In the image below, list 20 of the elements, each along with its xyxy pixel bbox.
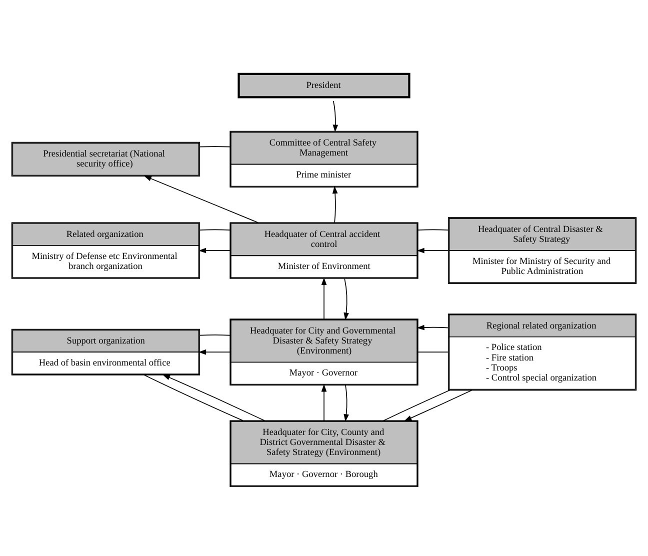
connector [383,389,450,420]
arrow [321,276,327,319]
arrow [198,247,230,253]
arrow [321,384,327,420]
arrow [404,389,472,421]
connector [418,228,449,230]
arrow [344,278,349,320]
connector [144,374,244,420]
arrow [144,175,258,223]
arrow [416,247,449,253]
connector [418,351,449,352]
arrow [344,384,349,422]
arrow [416,324,449,330]
connector [199,334,230,336]
arrow [332,100,338,132]
connector [199,146,230,147]
arrow [162,374,265,420]
connector [199,228,230,230]
arrow [332,185,338,222]
arrow [198,348,230,354]
